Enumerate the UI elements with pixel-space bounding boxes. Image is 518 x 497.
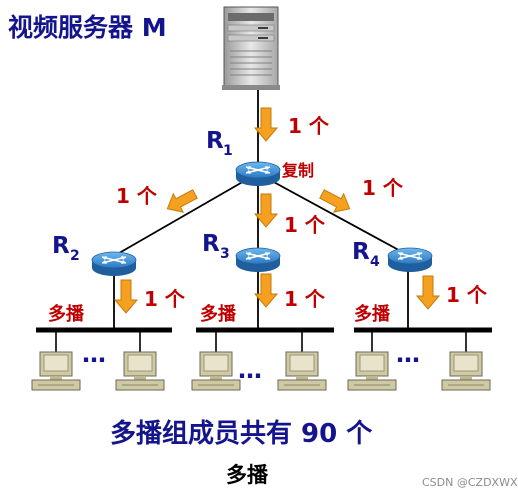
router-r2: R 2	[52, 233, 137, 277]
pc-icon	[277, 351, 327, 391]
router-label-sub: 2	[70, 248, 80, 264]
router-label-sub: 4	[370, 254, 380, 270]
router-icon	[387, 247, 433, 273]
router-icon	[91, 251, 137, 277]
ellipsis-middle: …	[238, 356, 264, 384]
router-r1: R 1	[206, 128, 281, 187]
link-r1-r2	[113, 179, 247, 257]
pc-icon	[347, 351, 397, 391]
flow-count-label: 1 个	[144, 287, 186, 311]
router-label-letter: R	[202, 231, 220, 257]
arrow-diagonal-left-icon	[161, 184, 201, 219]
lan-buses	[36, 268, 492, 352]
lan-label-middle: 多播	[200, 303, 237, 325]
router-label-sub: 3	[220, 246, 230, 262]
router-label-letter: R	[352, 239, 370, 265]
pc-icon	[441, 351, 491, 391]
flow-count-label: 1 个	[116, 184, 158, 208]
pc-icon	[191, 351, 241, 391]
router-icon	[235, 161, 281, 187]
pc-icon	[31, 351, 81, 391]
server-title: 视频服务器 M	[8, 13, 167, 42]
footer-caption: 多播	[226, 463, 269, 487]
router-label-sub: 1	[223, 143, 233, 159]
group-caption: 多播组成员共有 90 个	[110, 418, 373, 449]
pc-icon	[115, 351, 165, 391]
flow-count-label: 1 个	[288, 114, 330, 138]
flow-count-label: 1 个	[284, 287, 326, 311]
flow-count-label: 1 个	[284, 213, 326, 237]
router-r4: R 4	[352, 239, 433, 273]
lan-label-right: 多播	[354, 303, 391, 325]
link-r1-r4	[269, 179, 407, 255]
router-label-letter: R	[52, 233, 70, 259]
router-label-letter: R	[206, 128, 224, 154]
server-tower-icon	[222, 6, 280, 90]
flow-arrows	[114, 107, 440, 314]
flow-count-label: 1 个	[446, 283, 488, 307]
network-links	[113, 86, 407, 257]
arrow-down-icon	[416, 275, 440, 310]
flow-count-label: 1 个	[362, 176, 404, 200]
lan-label-left: 多播	[48, 303, 85, 325]
watermark: CSDN @CZDXWX	[422, 476, 518, 489]
router-icon	[235, 247, 281, 273]
arrow-down-icon	[114, 279, 138, 314]
ellipsis-right: …	[396, 340, 422, 368]
ellipsis-left: …	[82, 340, 108, 368]
router-r3: R 3	[202, 231, 281, 273]
copy-label: 复制	[281, 161, 314, 180]
